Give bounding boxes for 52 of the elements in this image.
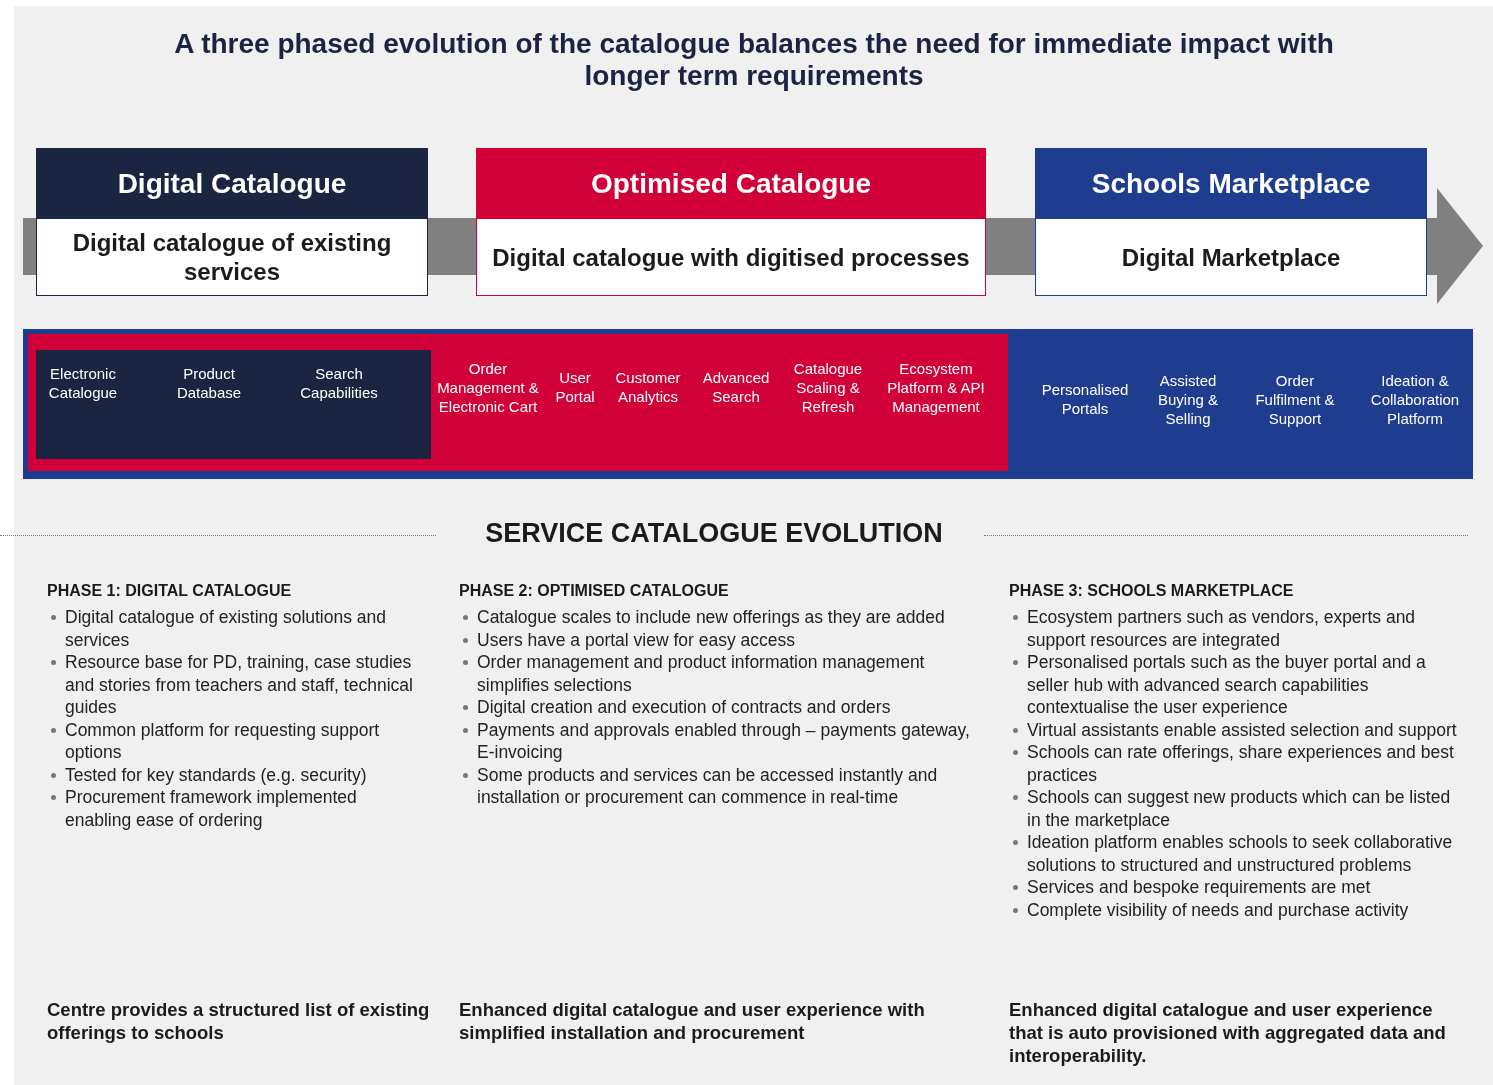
capability-band: [28, 334, 1008, 471]
phase-title: Optimised Catalogue: [477, 149, 985, 219]
capability-label: Personalised Portals: [1040, 380, 1130, 418]
bullet-item: Procurement framework implemented enabling ease of ordering: [65, 787, 357, 830]
bullet-item: Tested for key standards (e.g. security): [65, 764, 367, 785]
capability-label: Ideation & Collaboration Platform: [1369, 370, 1461, 428]
bullet-item: Schools can suggest new products which can be listed in the marketplace: [1027, 787, 1451, 830]
phase-card: [476, 148, 986, 296]
capability-label: Customer Analytics: [614, 368, 682, 406]
capability-label: User Portal: [554, 368, 596, 406]
bullet-item: Resource base for PD, training, case studies and stories from teachers and staff, technical guides: [65, 652, 413, 717]
phase-card: [1035, 148, 1427, 296]
section-heading: SERVICE CATALOGUE EVOLUTION: [484, 518, 944, 550]
capability-band: [23, 329, 1473, 479]
capability-label: Electronic Catalogue: [47, 364, 119, 402]
bullet-item: Digital catalogue of existing solutions and services: [65, 607, 387, 650]
summary-text: Enhanced digital catalogue and user experience that is auto provisioned with aggregated data and interoperability.: [1009, 998, 1447, 1067]
capability-label: Product Database: [175, 364, 243, 402]
phase-subtitle: Digital Marketplace: [1120, 242, 1342, 273]
column-heading: PHASE 2: OPTIMISED CATALOGUE: [459, 582, 730, 600]
summary-text: Centre provides a structured list of existing offerings to schools: [47, 998, 431, 1044]
bullet-item: Common platform for requesting support options: [65, 719, 380, 762]
capability-label: Advanced Search: [701, 368, 771, 406]
page-title: A three phased evolution of the catalogue balances the need for immediate impact with longer term requirements: [173, 28, 1335, 92]
summary-text: Enhanced digital catalogue and user experience with simplified installation and procurement: [459, 998, 926, 1044]
bullet-item: Virtual assistants enable assisted selection and support: [1027, 719, 1457, 740]
phase-card: [36, 148, 428, 296]
column-heading: PHASE 3: SCHOOLS MARKETPLACE: [1009, 582, 1295, 600]
column-heading: PHASE 1: DIGITAL CATALOGUE: [47, 582, 293, 600]
capability-label: Ecosystem Platform & API Management: [886, 358, 986, 416]
bullet-item: Users have a portal view for easy access: [477, 629, 796, 650]
capability-label: Search Capabilities: [299, 364, 379, 402]
capability-label: Order Management & Electronic Cart: [436, 358, 540, 416]
bullet-item: Order management and product information management simplifies selections: [477, 652, 925, 695]
phase-subtitle: Digital catalogue of existing services: [71, 228, 393, 287]
bullet-item: Payments and approvals enabled through – payments gateway, E-invoicing: [477, 719, 970, 762]
bullet-item: Ecosystem partners such as vendors, experts and support resources are integrated: [1027, 607, 1416, 650]
capability-label: Assisted Buying & Selling: [1156, 370, 1219, 428]
bullet-item: Ideation platform enables schools to seek collaborative solutions to structured and unstructured problems: [1027, 832, 1453, 875]
bullet-item: Services and bespoke requirements are met: [1027, 877, 1371, 897]
phase-subtitle: Digital catalogue with digitised processes: [491, 242, 971, 273]
capability-band: [36, 350, 431, 459]
bullet-item: Some products and services can be accessed instantly and installation or procurement can commence in real-time: [477, 764, 938, 807]
phase-title: Digital Catalogue: [37, 149, 427, 219]
bullet-item: Complete visibility of needs and purchase activity: [1027, 899, 1409, 920]
bullet-item: Personalised portals such as the buyer portal and a seller hub with advanced search capabilities contextualise the user experience: [1027, 652, 1426, 717]
capability-label: Order Fulfilment & Support: [1254, 370, 1336, 428]
bullet-item: Digital creation and execution of contracts and orders: [477, 697, 891, 717]
bullet-item: Schools can rate offerings, share experiences and best practices: [1027, 742, 1454, 785]
capability-label: Catalogue Scaling & Refresh: [792, 358, 864, 416]
phase-title: Schools Marketplace: [1036, 149, 1426, 219]
bullet-item: Catalogue scales to include new offerings as they are added: [477, 607, 945, 627]
